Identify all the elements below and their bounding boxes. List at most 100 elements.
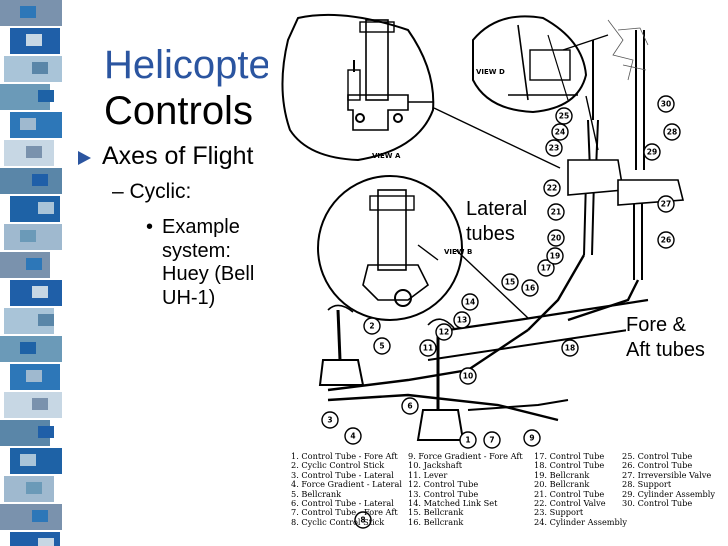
svg-text:19: 19 [550, 252, 560, 261]
svg-text:22: 22 [547, 184, 557, 193]
legend-entry: 2. Cyclic Control Stick [291, 460, 385, 471]
legend-entry: 6. Control Tube - Lateral [291, 498, 394, 509]
part-number-30: 30 [657, 95, 675, 113]
example-line-4: UH-1) [162, 286, 216, 309]
stripe-block [32, 62, 48, 74]
callout-lateral-tubes: Lateral tubes [466, 197, 546, 247]
legend-entry: 12. Control Tube [408, 479, 479, 490]
legend-entry: 27. Irreversible Valve [622, 469, 712, 480]
stripe-block [38, 314, 54, 326]
part-number-13: 13 [453, 311, 471, 329]
part-number-24: 24 [551, 123, 569, 141]
svg-text:29: 29 [647, 148, 657, 157]
legend-entry: 1. Control Tube - Fore Aft [291, 451, 398, 461]
slide-title: Helicopter Controls [104, 42, 284, 134]
stripe-block [32, 174, 48, 186]
svg-text:2: 2 [369, 322, 374, 331]
svg-text:1: 1 [465, 436, 470, 445]
part-number-21: 21 [547, 203, 565, 221]
part-number-25: 25 [555, 107, 573, 125]
stripe-block [26, 146, 42, 158]
part-number-8: 8 [354, 511, 372, 529]
callout-fore-line-1: Fore & [626, 314, 687, 336]
stripe-block [20, 230, 36, 242]
title-line-2: Controls [104, 89, 253, 133]
part-number-16: 16 [521, 279, 539, 297]
part-number-28: 28 [663, 123, 681, 141]
svg-text:12: 12 [439, 328, 449, 337]
legend-entry: 19. Bellcrank [534, 469, 590, 480]
stripe-block [38, 202, 54, 214]
svg-text:4: 4 [350, 432, 355, 441]
svg-text:15: 15 [505, 278, 515, 287]
svg-text:23: 23 [549, 144, 559, 153]
part-number-3: 3 [321, 411, 339, 429]
legend-entry: 23. Support [534, 507, 584, 518]
legend-entry: 15. Bellcrank [408, 507, 464, 518]
stripe-block [32, 286, 48, 298]
example-line-1: Example [162, 216, 240, 238]
view-a-inset [281, 13, 435, 162]
legend-entry: 21. Control Tube [534, 488, 605, 499]
part-number-27: 27 [657, 195, 675, 213]
part-number-20: 20 [547, 229, 565, 247]
svg-text:13: 13 [457, 316, 467, 325]
stripe-block [20, 6, 36, 18]
stripe-block [26, 482, 42, 494]
view-b-inset [317, 175, 463, 321]
part-number-14: 14 [461, 293, 479, 311]
legend-entry: 14. Matched Link Set [408, 498, 498, 509]
example-line-3: Huey (Bell [162, 263, 255, 285]
legend-entry: 18. Control Tube [534, 460, 605, 471]
stripe-block [20, 342, 36, 354]
part-number-17: 17 [537, 259, 555, 277]
svg-text:26: 26 [661, 236, 671, 245]
bullet-arrow-icon [78, 151, 91, 165]
stripe-block [20, 118, 36, 130]
svg-text:10: 10 [463, 372, 473, 381]
part-number-12: 12 [435, 323, 453, 341]
legend-entry: 30. Control Tube [622, 498, 693, 509]
part-number-29: 29 [643, 143, 661, 161]
stripe-block [20, 454, 36, 466]
stripe-segment [0, 168, 62, 194]
part-number-10: 10 [459, 367, 477, 385]
stripe-block [32, 398, 48, 410]
legend-entry: 22. Control Valve [534, 498, 606, 509]
svg-text:24: 24 [555, 128, 565, 137]
legend-entry: 20. Bellcrank [534, 479, 590, 490]
cyclic-stick-assemblies [318, 304, 465, 441]
stripe-block [26, 370, 42, 382]
svg-text:18: 18 [565, 344, 575, 353]
stripe-segment [0, 252, 50, 278]
legend-entry: 25. Control Tube [622, 451, 693, 461]
stripe-block [38, 426, 54, 438]
part-number-23: 23 [545, 139, 563, 157]
part-number-4: 4 [344, 427, 362, 445]
legend-entry: 26. Control Tube [622, 460, 693, 471]
leader-lines [433, 95, 599, 319]
legend-entry: 16. Bellcrank [408, 516, 464, 527]
callout-lateral-line-2: tubes [466, 223, 515, 245]
svg-text:25: 25 [559, 112, 569, 121]
example-line-2: system: [162, 239, 231, 262]
legend-entry: 24. Cylinder Assembly [534, 516, 628, 527]
part-number-9: 9 [523, 429, 541, 447]
svg-text:14: 14 [465, 298, 475, 307]
callout-fore-aft-tubes: Fore & Aft tubes [626, 313, 726, 363]
svg-text:9: 9 [529, 434, 534, 443]
stripe-block [26, 34, 42, 46]
part-number-11: 11 [419, 339, 437, 357]
view-d-inset [472, 15, 588, 114]
stripe-block [38, 90, 54, 102]
svg-text:7: 7 [489, 436, 494, 445]
legend-entry: 29. Cylinder Assembly [622, 488, 716, 499]
decorative-stripe-bar [0, 0, 62, 546]
legend-entry: 7. Control Tube - Fore Aft [291, 507, 398, 518]
legend-entry: 11. Lever [408, 469, 448, 480]
callout-lateral-line-1: Lateral [466, 198, 528, 220]
svg-text:30: 30 [661, 100, 671, 109]
